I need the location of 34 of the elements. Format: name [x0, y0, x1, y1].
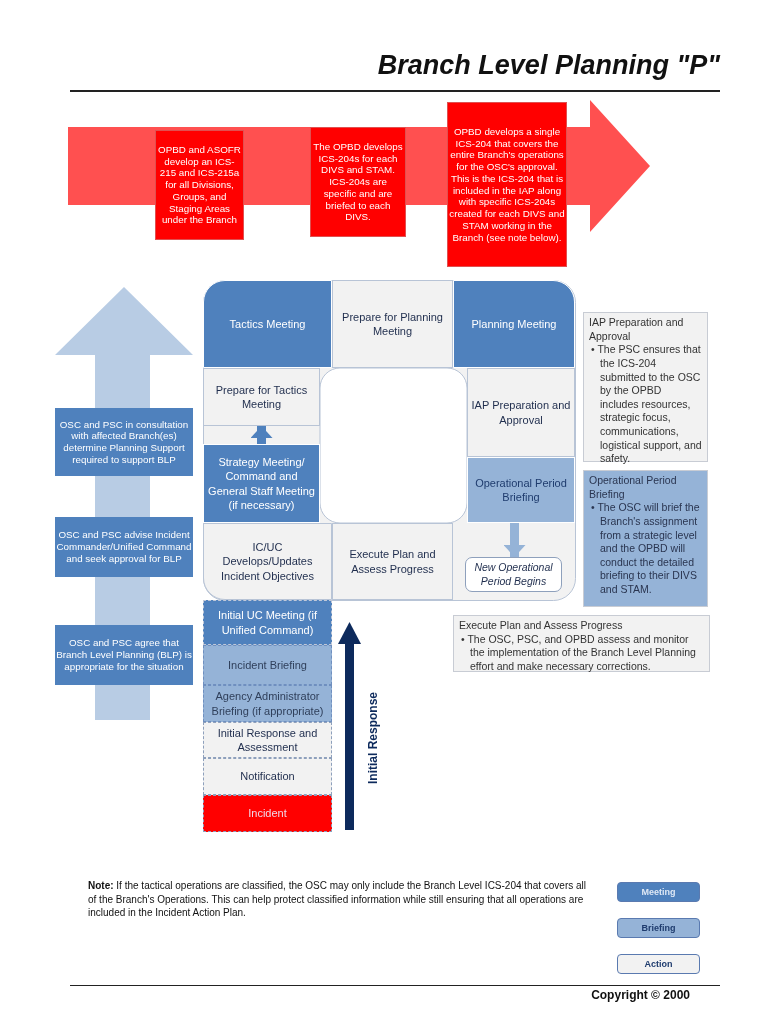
meeting-tile: Initial UC Meeting (if Unified Command) — [203, 600, 332, 645]
title: Branch Level Planning "P" — [376, 50, 720, 81]
step-box: OPBD and ASOFR develop an ICS-215 and ICS-215a for all Divisions, Groups, and Staging Areas under the Branch — [155, 130, 244, 240]
meeting-tile: Tactics Meeting — [203, 280, 332, 368]
step-box: OSC and PSC in consultation with affected Branch(es) determine Planning Support required to support BLP — [55, 408, 193, 476]
step-box: The OPBD develops ICS-204s for each DIVS and STAM. ICS-204s are specific and are briefed to each DIVS. — [310, 127, 406, 237]
meeting-tile: Planning Meeting — [453, 280, 575, 368]
action-tile: IC/UC Develops/Updates Incident Objectives — [203, 523, 332, 600]
rotated-label: Initial Response — [366, 690, 380, 784]
step-box: OPBD develops a single ICS-204 that covers the entire Branch's operations for the OSC's approval. This is the ICS-204 that is included in the IAP along with specific ICS-204s created for each DIVS and STAM working in the Branch (see note below). — [447, 102, 567, 267]
milestone-box: New Operational Period Begins — [465, 557, 562, 592]
step-box: OSC and PSC agree that Branch Level Planning (BLP) is appropriate for the situation — [55, 625, 193, 685]
callout-box: IAP Preparation and Approval • The PSC ensures that the ICS-204 submitted to the OSC by the OPBD includes resources, strategic focus, communications, logistical support, and safety. — [583, 312, 708, 462]
incident-tile: Incident — [203, 795, 332, 832]
action-tile: Prepare for Tactics Meeting — [203, 368, 320, 426]
action-tile: Notification — [203, 758, 332, 795]
step-box: OSC and PSC advise Incident Commander/Unified Command and seek approval for BLP — [55, 517, 193, 577]
action-tile: Initial Response and Assessment — [203, 722, 332, 758]
arrow — [503, 523, 526, 557]
copyright-text: Copyright © 2000 — [590, 988, 690, 1002]
legend-label: Meeting — [641, 887, 676, 897]
meeting-tile: Strategy Meeting/ Command and General Staff Meeting (if necessary) — [203, 444, 320, 523]
note-text: Note: If the tactical operations are classified, the OSC may only include the Branch Level ICS-204 that covers all of the Branch's Operations. This can help protect classified information while still ensuring that all operations are included in the Incident Action Plan. — [88, 879, 588, 920]
action-tile: IAP Preparation and Approval — [467, 368, 575, 457]
arrow — [250, 426, 273, 444]
legend-label: Action — [644, 959, 673, 969]
legend-label: Briefing — [641, 923, 676, 933]
briefing-tile: Operational Period Briefing — [467, 457, 575, 523]
action-tile: Execute Plan and Assess Progress — [332, 523, 453, 600]
callout-box: Operational Period Briefing • The OSC will brief the Branch's assignment from a strategic level and the OPBD will conduct the detailed briefing to their DIVS and STAM. — [583, 470, 708, 607]
callout-box: Execute Plan and Assess Progress • The OSC, PSC, and OPBD assess and monitor the implementation of the Branch Level Planning effort and make necessary corrections. — [453, 615, 710, 672]
action-tile: Prepare for Planning Meeting — [332, 280, 453, 368]
briefing-tile: Incident Briefing — [203, 645, 332, 685]
briefing-tile: Agency Administrator Briefing (if appropriate) — [203, 685, 332, 722]
